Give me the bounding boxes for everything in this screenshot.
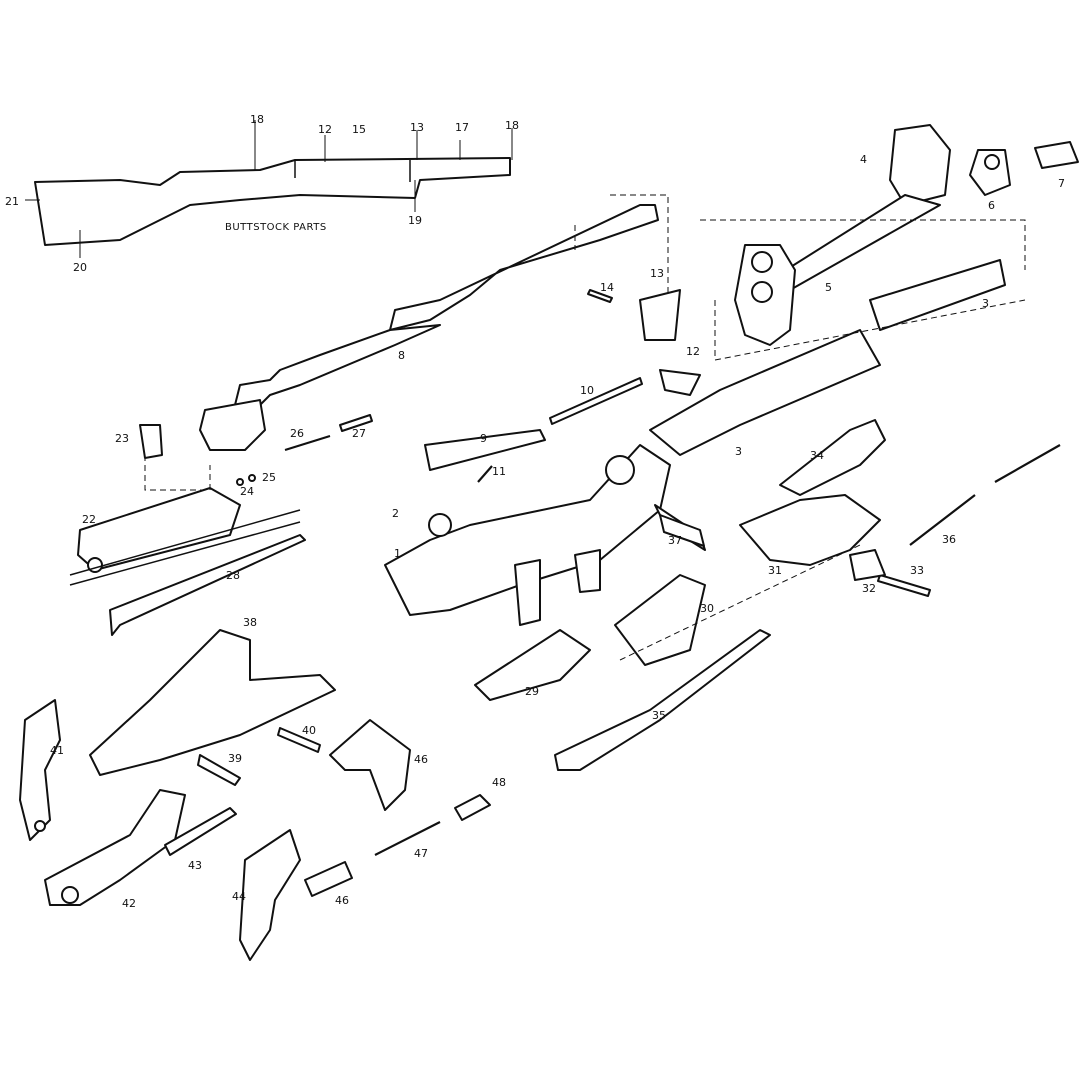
callout-8: 8 <box>398 349 405 362</box>
callout-6: 6 <box>988 199 995 212</box>
callout-11: 11 <box>492 465 506 478</box>
bolt-group <box>69 424 306 636</box>
callout-31: 31 <box>768 564 782 577</box>
callout-9: 9 <box>480 432 487 445</box>
callout-25: 25 <box>262 471 276 484</box>
callout-23: 23 <box>115 432 129 445</box>
callout-37: 37 <box>668 534 682 547</box>
buttstock-caption: BUTTSTOCK PARTS <box>225 222 327 233</box>
callout-12: 12 <box>318 123 332 136</box>
callout-46-hammer: 46 <box>414 753 428 766</box>
callout-36: 36 <box>942 533 956 546</box>
callout-41: 41 <box>50 744 64 757</box>
callout-22: 22 <box>82 513 96 526</box>
callout-24: 24 <box>240 485 254 498</box>
small-pins <box>236 289 931 597</box>
operating-rod <box>199 194 669 451</box>
callout-12-clip: 12 <box>686 345 700 358</box>
callout-21: 21 <box>5 195 19 208</box>
callout-16: 18 <box>505 119 519 132</box>
callout-27: 27 <box>352 427 366 440</box>
callout-39: 39 <box>228 752 242 765</box>
callout-10: 10 <box>580 384 594 397</box>
callout-32: 32 <box>862 582 876 595</box>
callout-29: 29 <box>525 685 539 698</box>
callout-33: 33 <box>910 564 924 577</box>
callout-42: 42 <box>122 897 136 910</box>
callout-44: 44 <box>232 890 246 903</box>
receiver <box>384 369 706 626</box>
callout-14: 14 <box>600 281 614 294</box>
callout-47: 47 <box>414 847 428 860</box>
callout-5: 5 <box>825 281 832 294</box>
callout-13-cap: 13 <box>650 267 664 280</box>
buttstock <box>25 120 513 258</box>
gas-cylinder-group <box>649 124 1079 456</box>
callout-3-receiver: 3 <box>735 445 742 458</box>
callout-1: 1 <box>394 547 401 560</box>
callout-30: 30 <box>700 602 714 615</box>
right-parts <box>474 419 1061 771</box>
callout-34: 34 <box>810 449 824 462</box>
callout-35: 35 <box>652 709 666 722</box>
callout-3-barrel: 3 <box>982 297 989 310</box>
callout-28: 28 <box>226 569 240 582</box>
callout-17: 17 <box>455 121 469 134</box>
callout-13: 13 <box>410 121 424 134</box>
callout-4: 4 <box>860 153 867 166</box>
callout-2: 2 <box>392 507 399 520</box>
callout-19: 19 <box>408 214 422 227</box>
callout-15: 15 <box>352 123 366 136</box>
trigger-group <box>19 629 491 961</box>
callout-43: 43 <box>188 859 202 872</box>
callout-18: 18 <box>250 113 264 126</box>
callout-40: 40 <box>302 724 316 737</box>
callout-38: 38 <box>243 616 257 629</box>
callout-46-guide: 46 <box>335 894 349 907</box>
callout-48: 48 <box>492 776 506 789</box>
callout-7: 7 <box>1058 177 1065 190</box>
callout-20: 20 <box>73 261 87 274</box>
callout-26: 26 <box>290 427 304 440</box>
